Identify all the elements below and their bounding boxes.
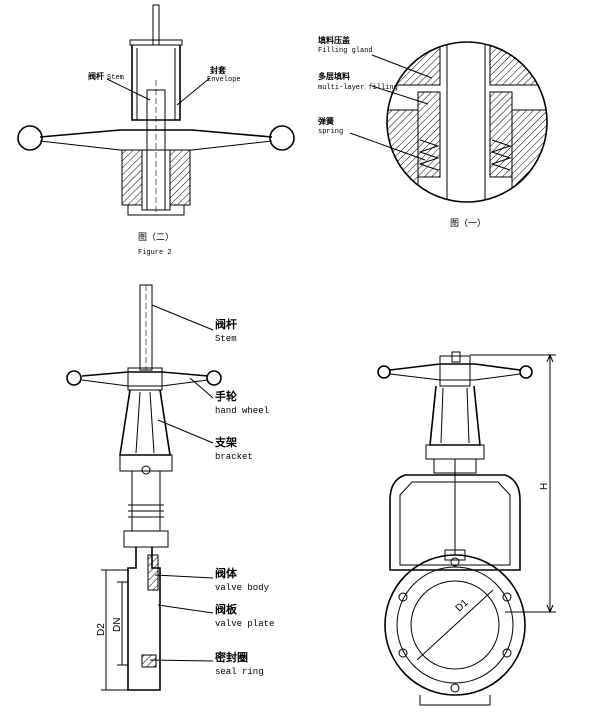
side-view-drawing xyxy=(66,284,222,691)
fig1-packing-label-en: multi-layer filling xyxy=(318,84,398,92)
asm-seal-label-en: seal ring xyxy=(215,667,264,677)
fig2-envelope-label-cn: 封套 xyxy=(210,65,227,75)
fig1-gland-label-en: Filling gland xyxy=(318,47,373,55)
fig1-caption-cn: 图（一） xyxy=(450,218,486,229)
asm-handwheel-label-en: hand wheel xyxy=(215,406,269,416)
figure-1-drawing xyxy=(349,41,548,203)
asm-plate-label-en: valve plate xyxy=(215,619,274,629)
front-view-drawing xyxy=(377,351,556,706)
dim-h-label: H xyxy=(539,483,550,490)
dim-dn-label: DN xyxy=(112,618,123,632)
fig2-stem-label-en: Stem xyxy=(107,74,124,82)
fig2-caption-en: Figure 2 xyxy=(138,249,172,257)
asm-bracket-label-en: bracket xyxy=(215,452,253,462)
fig1-spring-label-en: spring xyxy=(318,128,343,136)
fig1-spring-label-cn: 弹簧 xyxy=(318,116,334,126)
fig1-gland-label-cn: 填料压盖 xyxy=(318,35,350,45)
asm-body-label-cn: 阀体 xyxy=(215,566,238,580)
fig2-caption-cn: 图（二） xyxy=(138,232,174,243)
fig1-packing-label-cn: 多层填料 xyxy=(318,71,350,81)
dim-d1-label: D1 xyxy=(454,597,471,614)
asm-seal-label-cn: 密封圈 xyxy=(215,650,248,664)
figure-2-drawing xyxy=(17,4,295,216)
dim-d2-label: D2 xyxy=(96,623,107,636)
asm-body-label-en: valve body xyxy=(215,583,270,593)
asm-handwheel-label-cn: 手轮 xyxy=(215,389,237,403)
asm-bracket-label-cn: 支架 xyxy=(214,435,237,449)
asm-stem-label-en: Stem xyxy=(215,334,237,344)
fig2-envelope-label-en: Envelope xyxy=(207,76,241,84)
asm-plate-label-cn: 阀板 xyxy=(215,602,238,616)
asm-stem-label-cn: 阀杆 xyxy=(215,317,237,331)
fig2-stem-label-cn: 阀杆 xyxy=(88,71,104,81)
